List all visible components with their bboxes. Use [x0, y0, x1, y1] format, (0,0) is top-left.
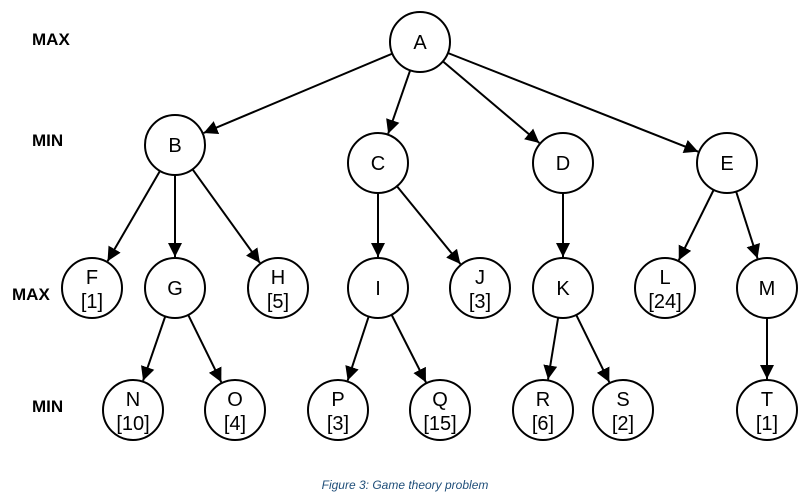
node-name: D — [556, 153, 570, 175]
node-circle — [204, 379, 266, 441]
node-a: A — [389, 11, 451, 73]
node-name: Q — [432, 389, 448, 411]
node-name: O — [227, 389, 243, 411]
node-s: S[2] — [592, 379, 654, 441]
node-name: J — [475, 267, 485, 289]
node-c: C — [347, 132, 409, 194]
figure-caption: Figure 3: Game theory problem — [321, 478, 489, 492]
level-label-max-2: MAX — [12, 285, 50, 304]
node-value: [1] — [81, 291, 103, 313]
node-circle — [389, 11, 451, 73]
node-name: M — [759, 278, 776, 300]
node-value: [15] — [423, 413, 456, 435]
node-h: H[5] — [247, 257, 309, 319]
node-circle — [102, 379, 164, 441]
node-circle — [736, 257, 798, 319]
level-label-max-1: MAX — [32, 30, 70, 49]
edge-i-q — [390, 314, 427, 383]
edge-b-h — [191, 168, 261, 264]
node-n: N[10] — [102, 379, 164, 441]
node-f: F[1] — [61, 257, 123, 319]
node-b: B — [144, 114, 206, 176]
node-q: Q[15] — [409, 379, 471, 441]
node-name: B — [168, 135, 181, 157]
node-circle — [532, 132, 594, 194]
level-label-min-2: MIN — [32, 397, 64, 416]
node-name: H — [271, 267, 285, 289]
edge-k-r — [543, 317, 560, 380]
node-circle — [61, 257, 123, 319]
node-circle — [634, 257, 696, 319]
edge-a-b — [203, 52, 393, 135]
node-name: L — [659, 267, 670, 289]
edge-a-e — [447, 52, 699, 154]
node-i: I — [347, 257, 409, 319]
node-value: [1] — [756, 413, 778, 435]
node-circle — [512, 379, 574, 441]
node-j: J[3] — [449, 257, 511, 319]
edge-i-p — [345, 316, 370, 381]
node-m: M — [736, 257, 798, 319]
node-name: K — [556, 278, 570, 300]
edge-a-d — [442, 60, 540, 144]
node-name: G — [167, 278, 183, 300]
node-circle — [347, 132, 409, 194]
node-circle — [307, 379, 369, 441]
node-circle — [144, 257, 206, 319]
node-circle — [532, 257, 594, 319]
node-g: G — [144, 257, 206, 319]
node-name: E — [720, 153, 733, 175]
node-name: T — [761, 389, 773, 411]
edges-layer — [106, 52, 774, 383]
node-o: O[4] — [204, 379, 266, 441]
node-name: I — [375, 278, 381, 300]
edge-e-l — [677, 189, 715, 261]
node-value: [24] — [648, 291, 681, 313]
node-circle — [409, 379, 471, 441]
edge-a-c — [386, 70, 412, 135]
node-d: D — [532, 132, 594, 194]
node-name: F — [86, 267, 98, 289]
node-value: [3] — [327, 413, 349, 435]
node-value: [10] — [116, 413, 149, 435]
node-k: K — [532, 257, 594, 319]
node-name: A — [413, 32, 427, 54]
level-label-min-1: MIN — [32, 131, 64, 150]
node-circle — [696, 132, 758, 194]
node-name: C — [371, 153, 385, 175]
node-name: N — [126, 389, 140, 411]
node-name: S — [616, 389, 629, 411]
node-circle — [592, 379, 654, 441]
edge-c-j — [396, 185, 462, 265]
node-value: [5] — [267, 291, 289, 313]
edge-k-s — [575, 314, 611, 383]
edge-e-m — [735, 191, 760, 259]
edge-g-o — [187, 314, 223, 383]
node-circle — [347, 257, 409, 319]
node-value: [3] — [469, 291, 491, 313]
node-circle — [736, 379, 798, 441]
node-t: T[1] — [736, 379, 798, 441]
edge-b-f — [106, 170, 161, 262]
node-value: [2] — [612, 413, 634, 435]
node-r: R[6] — [512, 379, 574, 441]
node-value: [4] — [224, 413, 246, 435]
node-circle — [449, 257, 511, 319]
node-value: [6] — [532, 413, 554, 435]
node-circle — [144, 114, 206, 176]
node-circle — [247, 257, 309, 319]
node-name: P — [331, 389, 344, 411]
node-l: L[24] — [634, 257, 696, 319]
node-e: E — [696, 132, 758, 194]
edge-g-n — [141, 316, 167, 382]
node-p: P[3] — [307, 379, 369, 441]
node-name: R — [536, 389, 550, 411]
